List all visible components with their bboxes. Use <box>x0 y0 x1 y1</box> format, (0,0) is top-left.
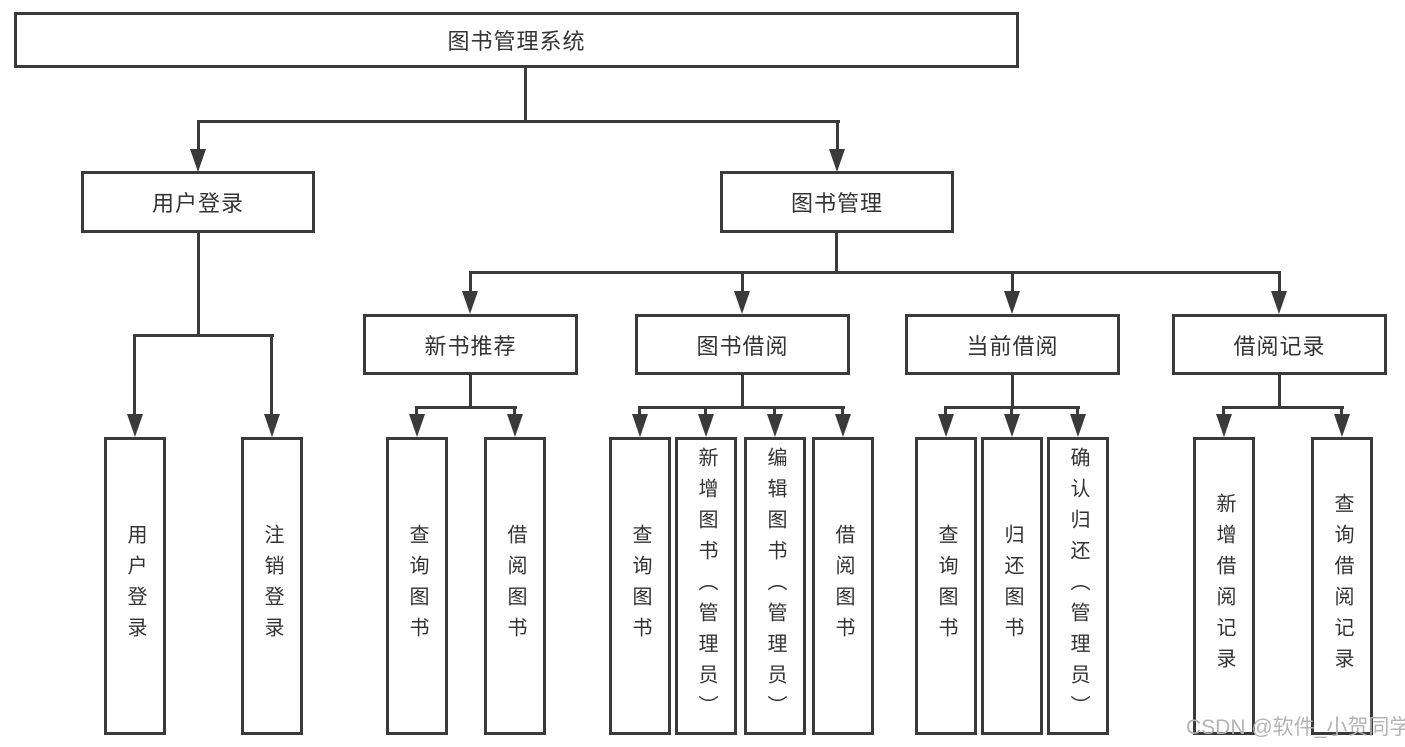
arrowhead-borrow-books <box>835 414 851 437</box>
leaf-query-borrow-record-label: 查询借阅记录 <box>1331 493 1353 679</box>
arrowhead-borrow-recommend <box>507 414 523 437</box>
leaf-query-books-current: 查询图书 <box>915 437 977 735</box>
connector-stub-query-current <box>944 406 947 416</box>
leaf-edit-books-admin: 编辑图书（管理员） <box>744 437 806 735</box>
connector-stub-leaf-logout <box>270 334 273 414</box>
arrowhead-user-login <box>190 149 206 172</box>
leaf-confirm-return-admin-label: 确认归还（管理员） <box>1067 446 1089 726</box>
connector-stub-borrowing-records <box>1278 271 1281 295</box>
node-new-book-recommendation: 新书推荐 <box>363 314 578 375</box>
leaf-query-books-recommend: 查询图书 <box>386 437 448 735</box>
connector-stub-leaf-user-login <box>133 334 136 414</box>
connector-user-login-trunk <box>197 233 200 336</box>
connector-new-book-bar <box>415 406 517 409</box>
connector-stub-borrow-books <box>841 406 844 416</box>
connector-stub-add-books <box>704 406 707 416</box>
node-book-management: 图书管理 <box>720 171 954 233</box>
connector-stub-edit-books <box>773 406 776 416</box>
connector-stub-return-books <box>1010 406 1013 416</box>
node-book-borrowing: 图书借阅 <box>635 314 850 375</box>
leaf-add-books-admin: 新增图书（管理员） <box>675 437 737 735</box>
connector-stub-confirm-return <box>1076 406 1079 416</box>
arrowhead-book-borrowing <box>734 291 750 314</box>
arrowhead-current-borrowing <box>1004 291 1020 314</box>
leaf-borrow-books-recommend-label: 借阅图书 <box>504 524 526 648</box>
connector-new-book-trunk <box>469 374 472 408</box>
arrowhead-query-current <box>938 414 954 437</box>
connector-stub-book-borrowing <box>741 271 744 295</box>
leaf-borrow-books-recommend: 借阅图书 <box>484 437 546 735</box>
connector-root-trunk <box>524 67 527 123</box>
arrowhead-return-books <box>1004 414 1020 437</box>
arrowhead-leaf-logout <box>264 414 280 437</box>
arrowhead-add-books <box>698 414 714 437</box>
connector-stub-query-borrowing <box>638 406 641 416</box>
leaf-user-login: 用户登录 <box>104 437 166 735</box>
connector-user-login-bar <box>133 334 274 337</box>
connector-book-borrowing-bar <box>638 406 845 409</box>
arrowhead-query-recommend <box>409 414 425 437</box>
connector-stub-add-record <box>1222 406 1225 416</box>
node-borrowing-records: 借阅记录 <box>1172 314 1387 375</box>
leaf-return-books-label: 归还图书 <box>1001 524 1023 648</box>
connector-book-mgmt-trunk <box>835 231 838 273</box>
leaf-query-books-recommend-label: 查询图书 <box>406 524 428 648</box>
leaf-return-books: 归还图书 <box>981 437 1043 735</box>
leaf-query-books-borrowing: 查询图书 <box>609 437 671 735</box>
csdn-watermark: CSDN @软件_小贺同学 <box>1186 716 1405 739</box>
node-root-library-system: 图书管理系统 <box>14 12 1019 68</box>
node-current-borrowing: 当前借阅 <box>905 314 1120 375</box>
connector-stub-new-book <box>469 271 472 295</box>
arrowhead-add-record <box>1216 414 1232 437</box>
leaf-add-borrow-record-label: 新增借阅记录 <box>1213 493 1235 679</box>
leaf-logout-label: 注销登录 <box>261 524 283 648</box>
connector-level2-bar <box>469 271 1281 274</box>
arrowhead-query-borrowing <box>632 414 648 437</box>
arrowhead-book-management <box>829 149 845 172</box>
leaf-user-login-label: 用户登录 <box>124 524 146 648</box>
connector-stub-borrow-recommend <box>513 406 516 416</box>
leaf-query-books-current-label: 查询图书 <box>935 524 957 648</box>
connector-book-borrowing-trunk <box>741 374 744 408</box>
leaf-edit-books-admin-label: 编辑图书（管理员） <box>764 446 786 726</box>
connector-stub-user-login <box>197 120 200 152</box>
leaf-query-books-borrowing-label: 查询图书 <box>629 524 651 648</box>
node-user-login: 用户登录 <box>81 171 315 233</box>
leaf-add-borrow-record: 新增借阅记录 <box>1193 437 1255 735</box>
leaf-logout: 注销登录 <box>241 437 303 735</box>
leaf-add-books-admin-label: 新增图书（管理员） <box>695 446 717 726</box>
arrowhead-confirm-return <box>1070 414 1086 437</box>
connector-stub-current-borrowing <box>1011 271 1014 295</box>
connector-borrowing-records-bar <box>1222 406 1344 409</box>
leaf-confirm-return-admin: 确认归还（管理员） <box>1047 437 1109 735</box>
leaf-query-borrow-record: 查询借阅记录 <box>1311 437 1373 735</box>
leaf-borrow-books-label: 借阅图书 <box>832 524 854 648</box>
connector-stub-query-recommend <box>415 406 418 416</box>
arrowhead-borrowing-records <box>1271 291 1287 314</box>
connector-borrowing-records-trunk <box>1278 374 1281 408</box>
connector-stub-query-record <box>1340 406 1343 416</box>
connector-level1-bar <box>197 120 840 123</box>
arrowhead-query-record <box>1334 414 1350 437</box>
leaf-borrow-books: 借阅图书 <box>812 437 874 735</box>
connector-current-borrowing-trunk <box>1011 374 1014 408</box>
connector-stub-book-management <box>836 120 839 152</box>
arrowhead-leaf-user-login <box>127 414 143 437</box>
arrowhead-new-book <box>462 291 478 314</box>
arrowhead-edit-books <box>767 414 783 437</box>
